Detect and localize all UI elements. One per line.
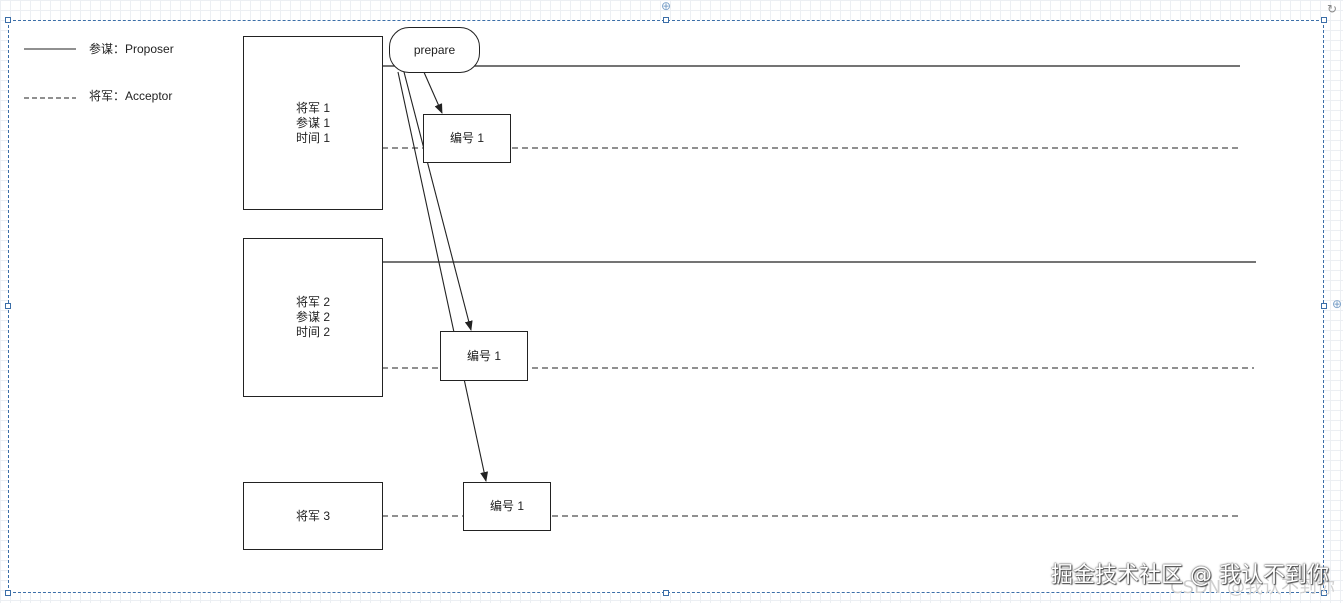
legend-acceptor-label: 将军：Acceptor xyxy=(89,89,173,103)
resize-handle-bottom-left[interactable] xyxy=(5,590,11,596)
prepare-arrow-1 xyxy=(422,69,443,114)
csdn-watermark: CSDN @我认不到你 xyxy=(1169,577,1335,598)
resize-handle-left[interactable] xyxy=(5,303,11,309)
number-box-1[interactable]: 编号 1 xyxy=(423,114,511,163)
rotate-icon[interactable]: ↻ xyxy=(1327,2,1338,16)
add-circle-icon[interactable]: ⊕ xyxy=(1332,297,1343,311)
resize-handle-bottom[interactable] xyxy=(663,590,669,596)
general-box-3[interactable]: 将军 3 xyxy=(243,482,383,550)
resize-handle-bottom-right[interactable] xyxy=(1321,590,1327,596)
prepare-arrow-3 xyxy=(397,71,489,482)
general-box-1[interactable]: 将军 1 参谋 1 时间 1 xyxy=(243,36,383,210)
resize-handle-top-right[interactable] xyxy=(1321,17,1327,23)
resize-handle-top-left[interactable] xyxy=(5,17,11,23)
resize-handle-right[interactable] xyxy=(1321,303,1327,309)
legend-proposer-label: 参谋：Proposer xyxy=(89,42,174,56)
number-box-2[interactable]: 编号 1 xyxy=(440,331,528,381)
prepare-arrow-2 xyxy=(403,71,473,331)
prepare-message[interactable]: prepare xyxy=(389,27,480,73)
resize-handle-top[interactable] xyxy=(663,17,669,23)
add-circle-icon[interactable]: ⊕ xyxy=(661,0,672,13)
selection-frame[interactable] xyxy=(8,20,1324,593)
juejin-watermark: 掘金技术社区 @ 我认不到你 xyxy=(1051,563,1329,588)
general-box-2[interactable]: 将军 2 参谋 2 时间 2 xyxy=(243,238,383,397)
number-box-3[interactable]: 编号 1 xyxy=(463,482,551,531)
